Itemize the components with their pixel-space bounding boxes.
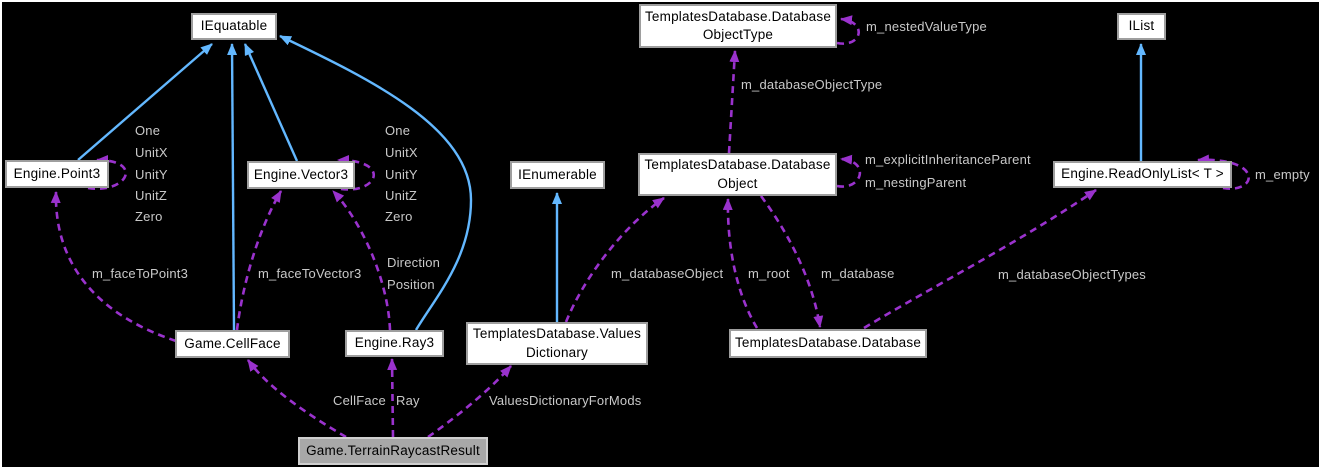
edge-label-m_databaseObjectType: m_databaseObjectType [741, 77, 883, 92]
usage-edge-m_databaseObjectType [727, 50, 740, 154]
usage-edge-m_databaseObjectTypes [863, 188, 1097, 330]
inheritance-edge-vector3-to-iequatable [243, 43, 299, 162]
edge-label-Ray: Ray [396, 393, 420, 408]
edge-label-One: One [135, 123, 161, 138]
edge-label-One: One [385, 123, 411, 138]
class-node-engine-readonlylist[interactable]: Engine.ReadOnlyList< T > [1053, 161, 1232, 188]
usage-edge-m_faceToVector3 [235, 190, 283, 331]
edge-label-m_databaseObjectTypes: m_databaseObjectTypes [998, 267, 1147, 282]
edge-label-m_nestingParent: m_nestingParent [865, 175, 967, 190]
class-node-templatesdatabase-database[interactable]: TemplatesDatabase.Database [729, 329, 927, 358]
edge-label-m_explicitInheritanceParent: m_explicitInheritanceParent [865, 152, 1031, 167]
edge-label-UnitY: UnitY [135, 167, 168, 182]
class-node-game-cellface[interactable]: Game.CellFace [175, 330, 290, 358]
edge-label-m_nestedValueType: m_nestedValueType [866, 19, 987, 34]
usage-edge-m_database [759, 195, 824, 328]
inheritance-edge-cellface-to-iequatable [227, 43, 238, 331]
edge-label-UnitY: UnitY [385, 167, 418, 182]
edge-label-UnitX: UnitX [135, 145, 168, 160]
inheritance-edge-ray3-to-iequatable [279, 34, 473, 331]
usage-edge-m_nestedValueType [836, 15, 860, 45]
class-node-engine-vector3[interactable]: Engine.Vector3 [247, 161, 355, 189]
edge-label-m_databaseObject: m_databaseObject [611, 266, 724, 281]
edge-label-m_database: m_database [821, 266, 895, 281]
edge-label-UnitZ: UnitZ [385, 188, 418, 203]
edge-label-UnitZ: UnitZ [135, 188, 168, 203]
class-node-engine-point3[interactable]: Engine.Point3 [5, 160, 109, 188]
usage-edge-m_faceToPoint3 [50, 191, 177, 343]
class-node-engine-ray3[interactable]: Engine.Ray3 [345, 330, 444, 357]
edge-label-Zero: Zero [135, 209, 163, 224]
edge-label-Direction: Direction [387, 255, 441, 270]
edge-label-m_empty: m_empty [1255, 167, 1310, 182]
edge-group [50, 15, 1250, 439]
usage-edge-point3-static-members-loop [87, 155, 128, 191]
class-node-templatesdatabase-valuesdictionary[interactable]: TemplatesDatabase.Values Dictionary [466, 322, 648, 365]
usage-edge-ray-member [387, 358, 398, 438]
edge-label-m_root: m_root [748, 266, 790, 281]
inheritance-edge-point3-to-iequatable [77, 43, 213, 161]
edge-label-m_faceToVector3: m_faceToVector3 [258, 266, 362, 281]
class-node-iequatable[interactable]: IEquatable [191, 13, 277, 40]
usage-edge-cellface-member [246, 359, 347, 439]
usage-edge-m_root [722, 198, 759, 329]
usage-edge-direction-position [332, 190, 392, 331]
edge-label-Zero: Zero [385, 209, 413, 224]
edge-label-Position: Position [387, 277, 435, 292]
usage-edge-valuesdictionaryformods-member [427, 365, 512, 439]
edge-label-ValuesDictionaryForMods: ValuesDictionaryForMods [489, 393, 642, 408]
class-node-ienumerable[interactable]: IEnumerable [510, 161, 605, 189]
usage-edge-m_explicitInheritanceParent-m_nestingParent [836, 154, 862, 188]
class-node-game-terrainraycastresult[interactable]: Game.TerrainRaycastResult [298, 437, 488, 465]
edge-label-UnitX: UnitX [385, 145, 418, 160]
class-node-templatesdatabase-databaseobjecttype[interactable]: TemplatesDatabase.Database ObjectType [639, 4, 837, 48]
usage-edge-m_databaseObject [564, 196, 665, 323]
class-node-templatesdatabase-databaseobject[interactable]: TemplatesDatabase.Database Object [638, 153, 837, 196]
edge-label-CellFace: CellFace [333, 393, 386, 408]
class-node-ilist[interactable]: IList [1117, 13, 1166, 40]
edge-label-m_faceToPoint3: m_faceToPoint3 [92, 266, 189, 281]
